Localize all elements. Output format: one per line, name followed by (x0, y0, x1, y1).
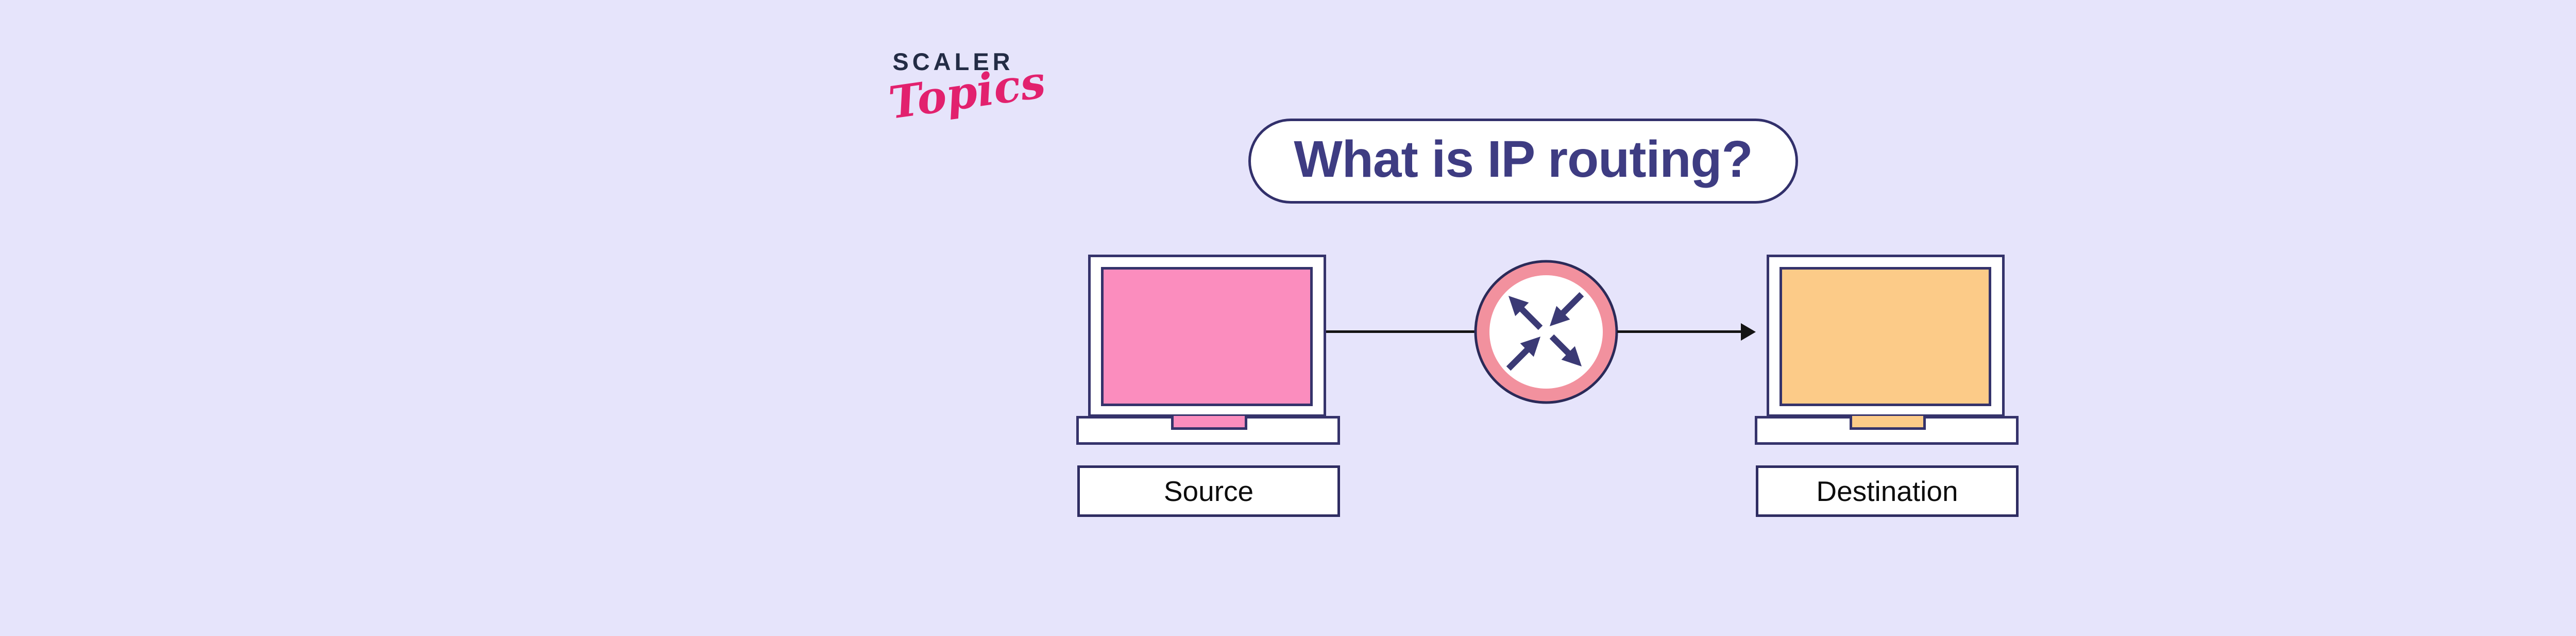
source-computer-notch (1171, 416, 1247, 430)
destination-computer-screen (1780, 267, 1991, 406)
destination-computer-notch (1850, 416, 1926, 430)
destination-label-box: Destination (1756, 465, 2019, 517)
router-arrow-in-downleft-icon (1549, 292, 1584, 327)
title-banner: What is IP routing? (1248, 119, 1798, 204)
destination-arrowhead-icon (1741, 323, 1756, 341)
router-arrow-out-upleft-icon (1508, 295, 1543, 330)
source-label: Source (1163, 475, 1254, 507)
link-source-to-router (1326, 330, 1476, 333)
page-title: What is IP routing? (1294, 130, 1753, 188)
link-router-to-destination (1617, 330, 1742, 333)
source-computer-screen (1101, 267, 1313, 406)
router-arrow-in-upright-icon (1506, 336, 1541, 371)
scaler-brand-text: SCALER (892, 48, 1014, 75)
scaler-topics-logo: SCALER Topics (886, 47, 1048, 129)
destination-label: Destination (1816, 475, 1958, 507)
router-icon (1474, 260, 1618, 404)
source-label-box: Source (1077, 465, 1340, 517)
router-arrow-out-downright-icon (1549, 334, 1582, 367)
